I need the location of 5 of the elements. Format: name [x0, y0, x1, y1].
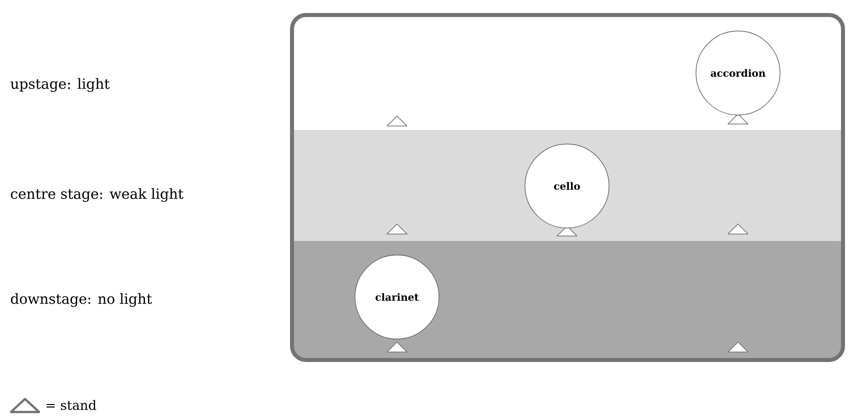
stage-box [290, 13, 845, 362]
legend-text: = stand [46, 400, 96, 410]
band-label: downstage: no light [10, 293, 152, 307]
band-label: centre stage: weak light [10, 188, 184, 202]
band-label: upstage: light [10, 78, 110, 92]
